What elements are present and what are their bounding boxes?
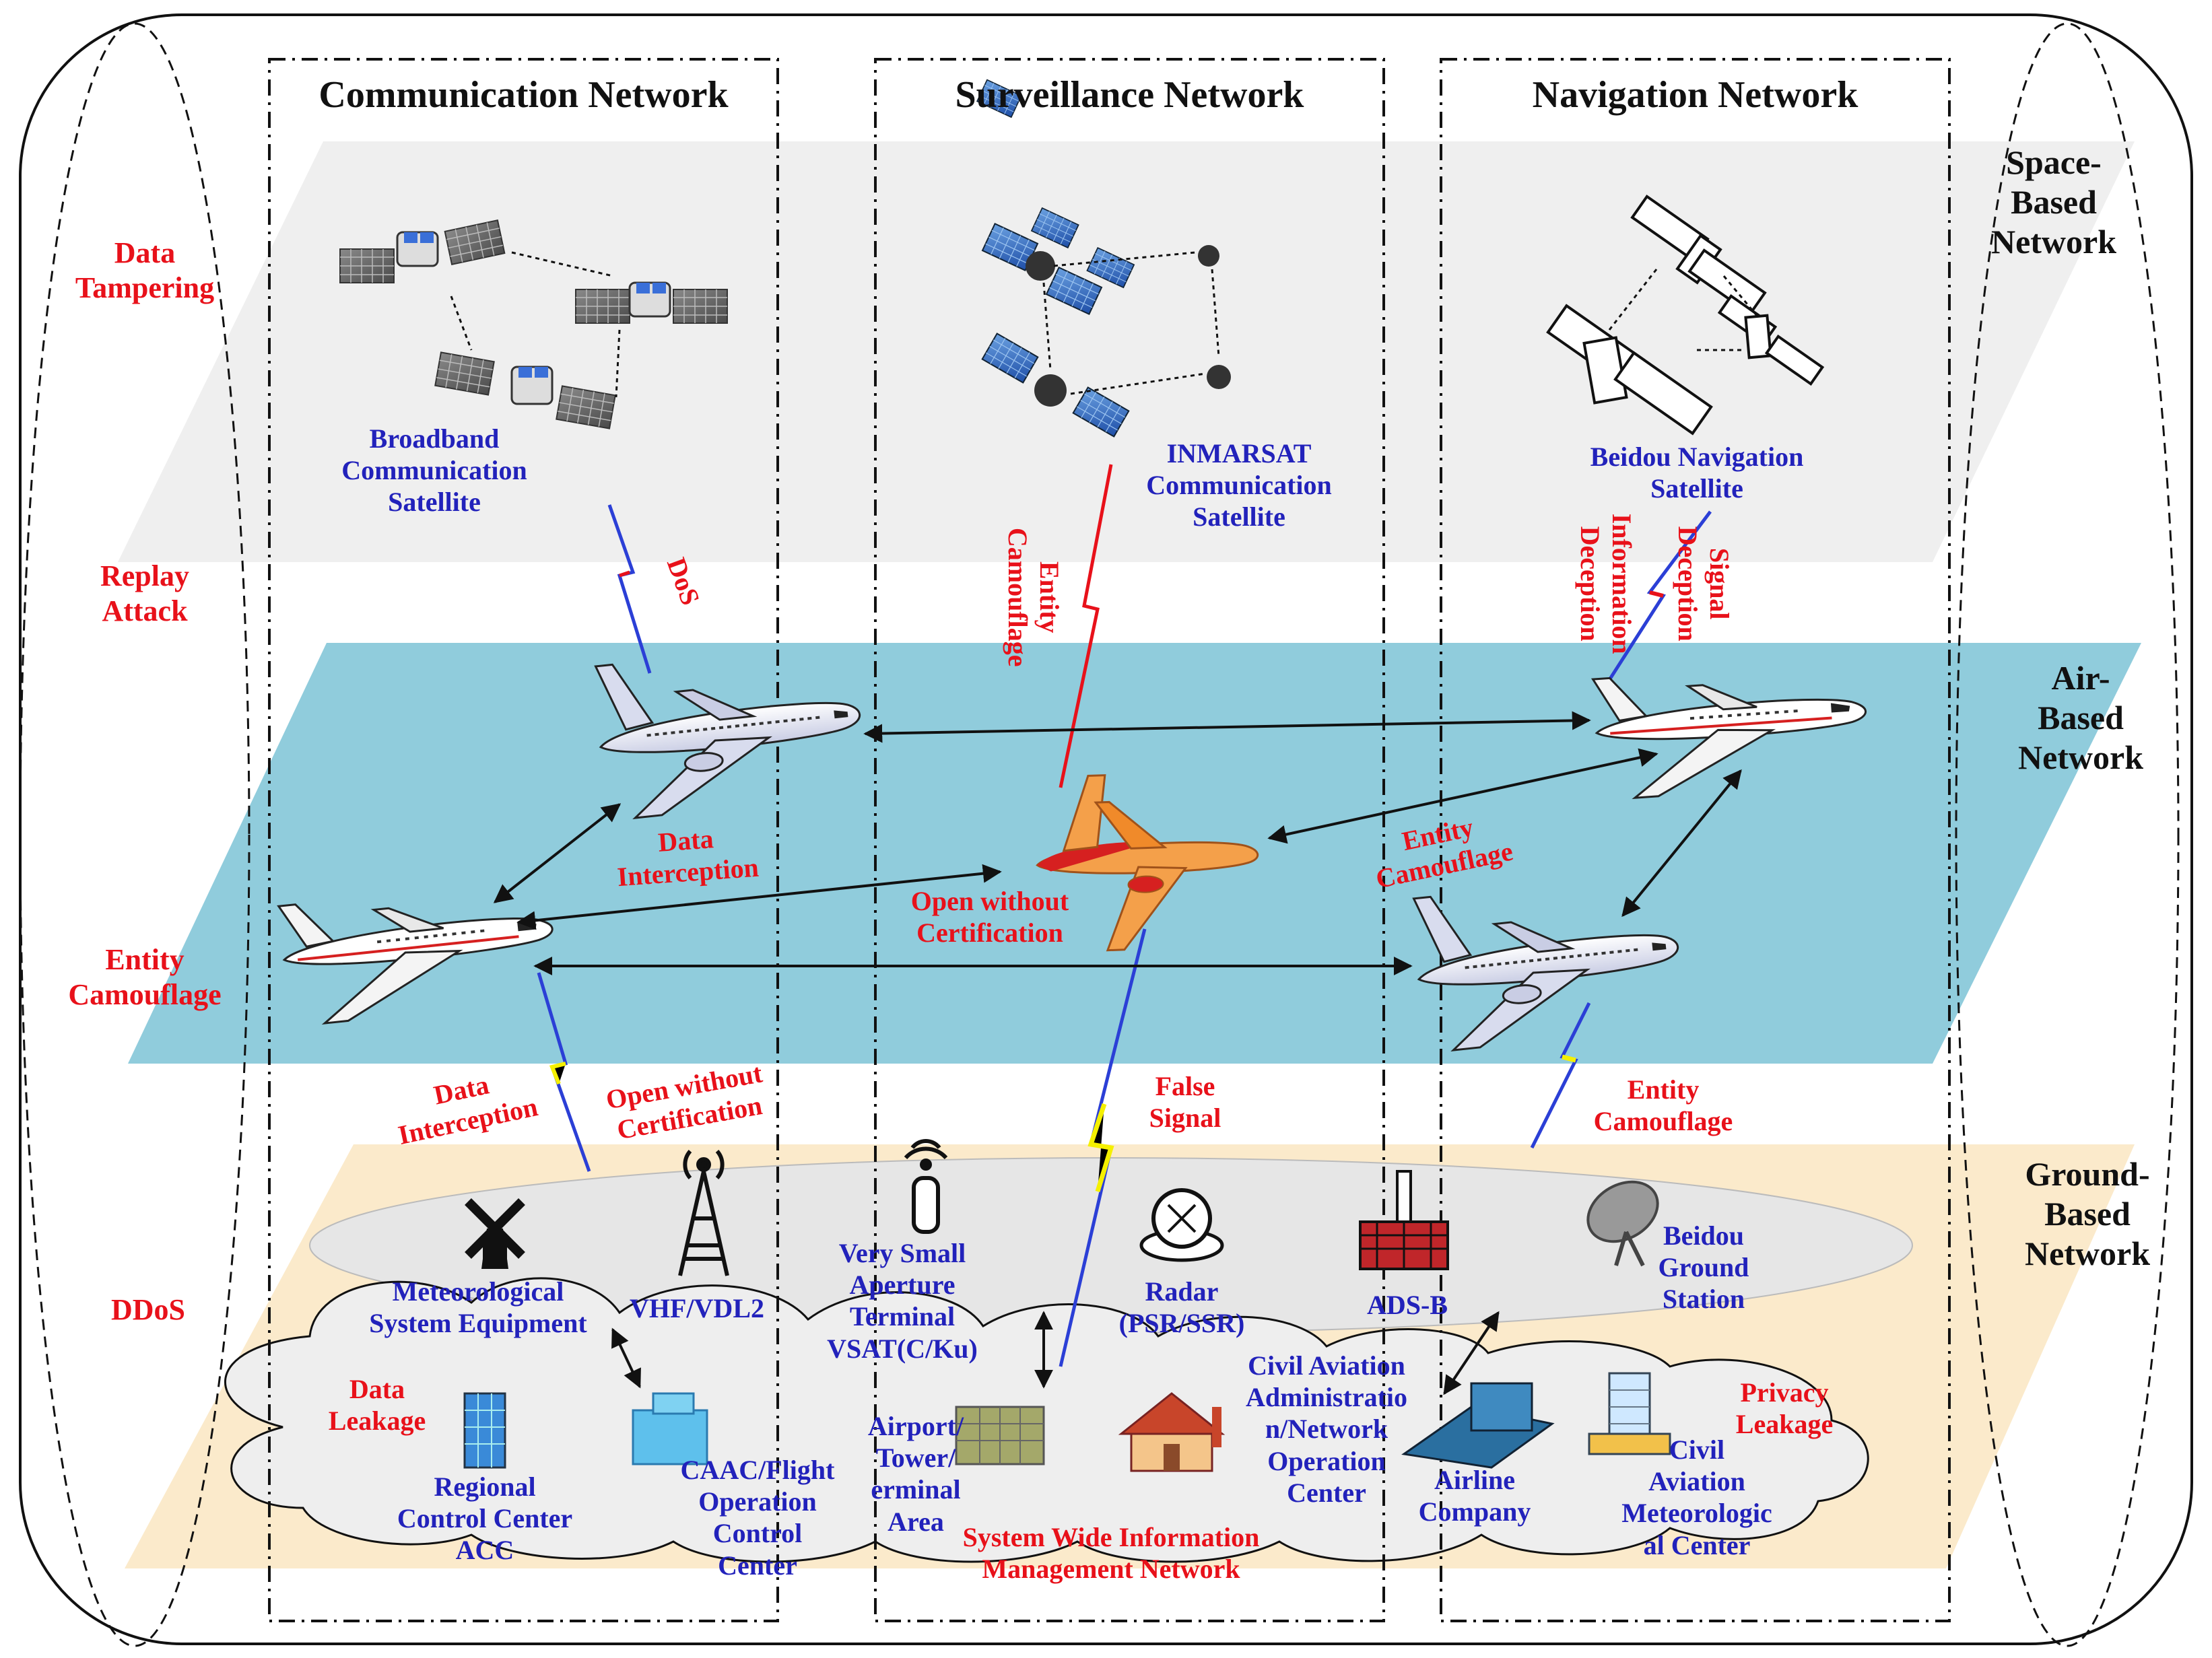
regional-control-building-icon	[463, 1392, 506, 1469]
house-icon	[1118, 1392, 1226, 1472]
space-based-plane	[118, 141, 2135, 562]
ground-links	[611, 1311, 1500, 1395]
vsat-terminal-icon	[904, 1139, 948, 1234]
inmarsat-satellite-1	[981, 223, 1103, 315]
beidou-satellite-1	[1630, 195, 1767, 316]
satellite-dish-icon	[1586, 1180, 1659, 1267]
inmarsat-satellite-4	[1031, 207, 1231, 389]
surveillance-network-title: Surveillance Network	[955, 74, 1304, 116]
adsb-label: ADS-B	[1366, 1290, 1448, 1320]
inmarsat-satellite-3	[981, 333, 1130, 438]
windmill-icon	[465, 1198, 525, 1269]
radar-icon	[1139, 1188, 1224, 1262]
broadband-satellite-2	[575, 281, 728, 324]
beidou-satellite-2	[1546, 304, 1713, 436]
airport-building-icon	[955, 1406, 1045, 1465]
inmarsat-satellite-2	[976, 79, 1219, 267]
navigation-network-title: Navigation Network	[1532, 74, 1858, 116]
right-layer-ellipse	[1955, 22, 2180, 1647]
air-links	[493, 711, 1742, 975]
meteorological-center-building-icon	[1588, 1372, 1671, 1455]
vhf-vdl2-label: VHF/VDL2	[630, 1293, 764, 1323]
radar-label: Radar(PSR/SSR)	[1118, 1276, 1245, 1339]
communication-network-title: Communication Network	[319, 74, 729, 116]
outer-frame	[19, 13, 2193, 1645]
antenna-tower-icon	[678, 1150, 729, 1276]
airline-building-icon	[1401, 1382, 1555, 1469]
left-attack-ellipse	[19, 22, 250, 1647]
broadband-satellite-3	[434, 351, 616, 429]
broadband-satellite-1	[339, 219, 506, 283]
caac-building-icon	[632, 1392, 708, 1465]
entity-camouflage-lightning	[1059, 464, 1113, 788]
adsb-station-icon	[1359, 1170, 1449, 1270]
beidou-satellite-3	[1717, 293, 1825, 386]
ddos-label: DDoS	[110, 1293, 186, 1326]
